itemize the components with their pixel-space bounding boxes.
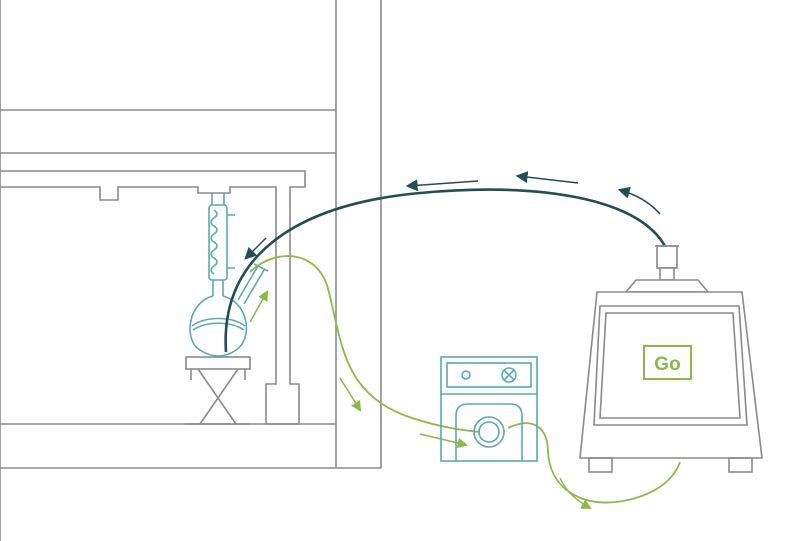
indicator-circle-icon xyxy=(461,370,471,380)
glassware xyxy=(189,193,269,357)
fume-hood xyxy=(0,0,382,541)
stool xyxy=(185,356,251,425)
peristaltic-pump xyxy=(440,356,538,462)
evaporator-device: Go xyxy=(579,245,763,473)
return-line xyxy=(224,171,668,353)
pump-head-icon xyxy=(473,416,505,448)
green-tubing xyxy=(249,255,681,510)
go-screen: Go xyxy=(643,345,692,380)
support-shelf xyxy=(0,170,306,425)
go-label: Go xyxy=(654,354,680,375)
cross-circle-icon xyxy=(501,367,517,383)
